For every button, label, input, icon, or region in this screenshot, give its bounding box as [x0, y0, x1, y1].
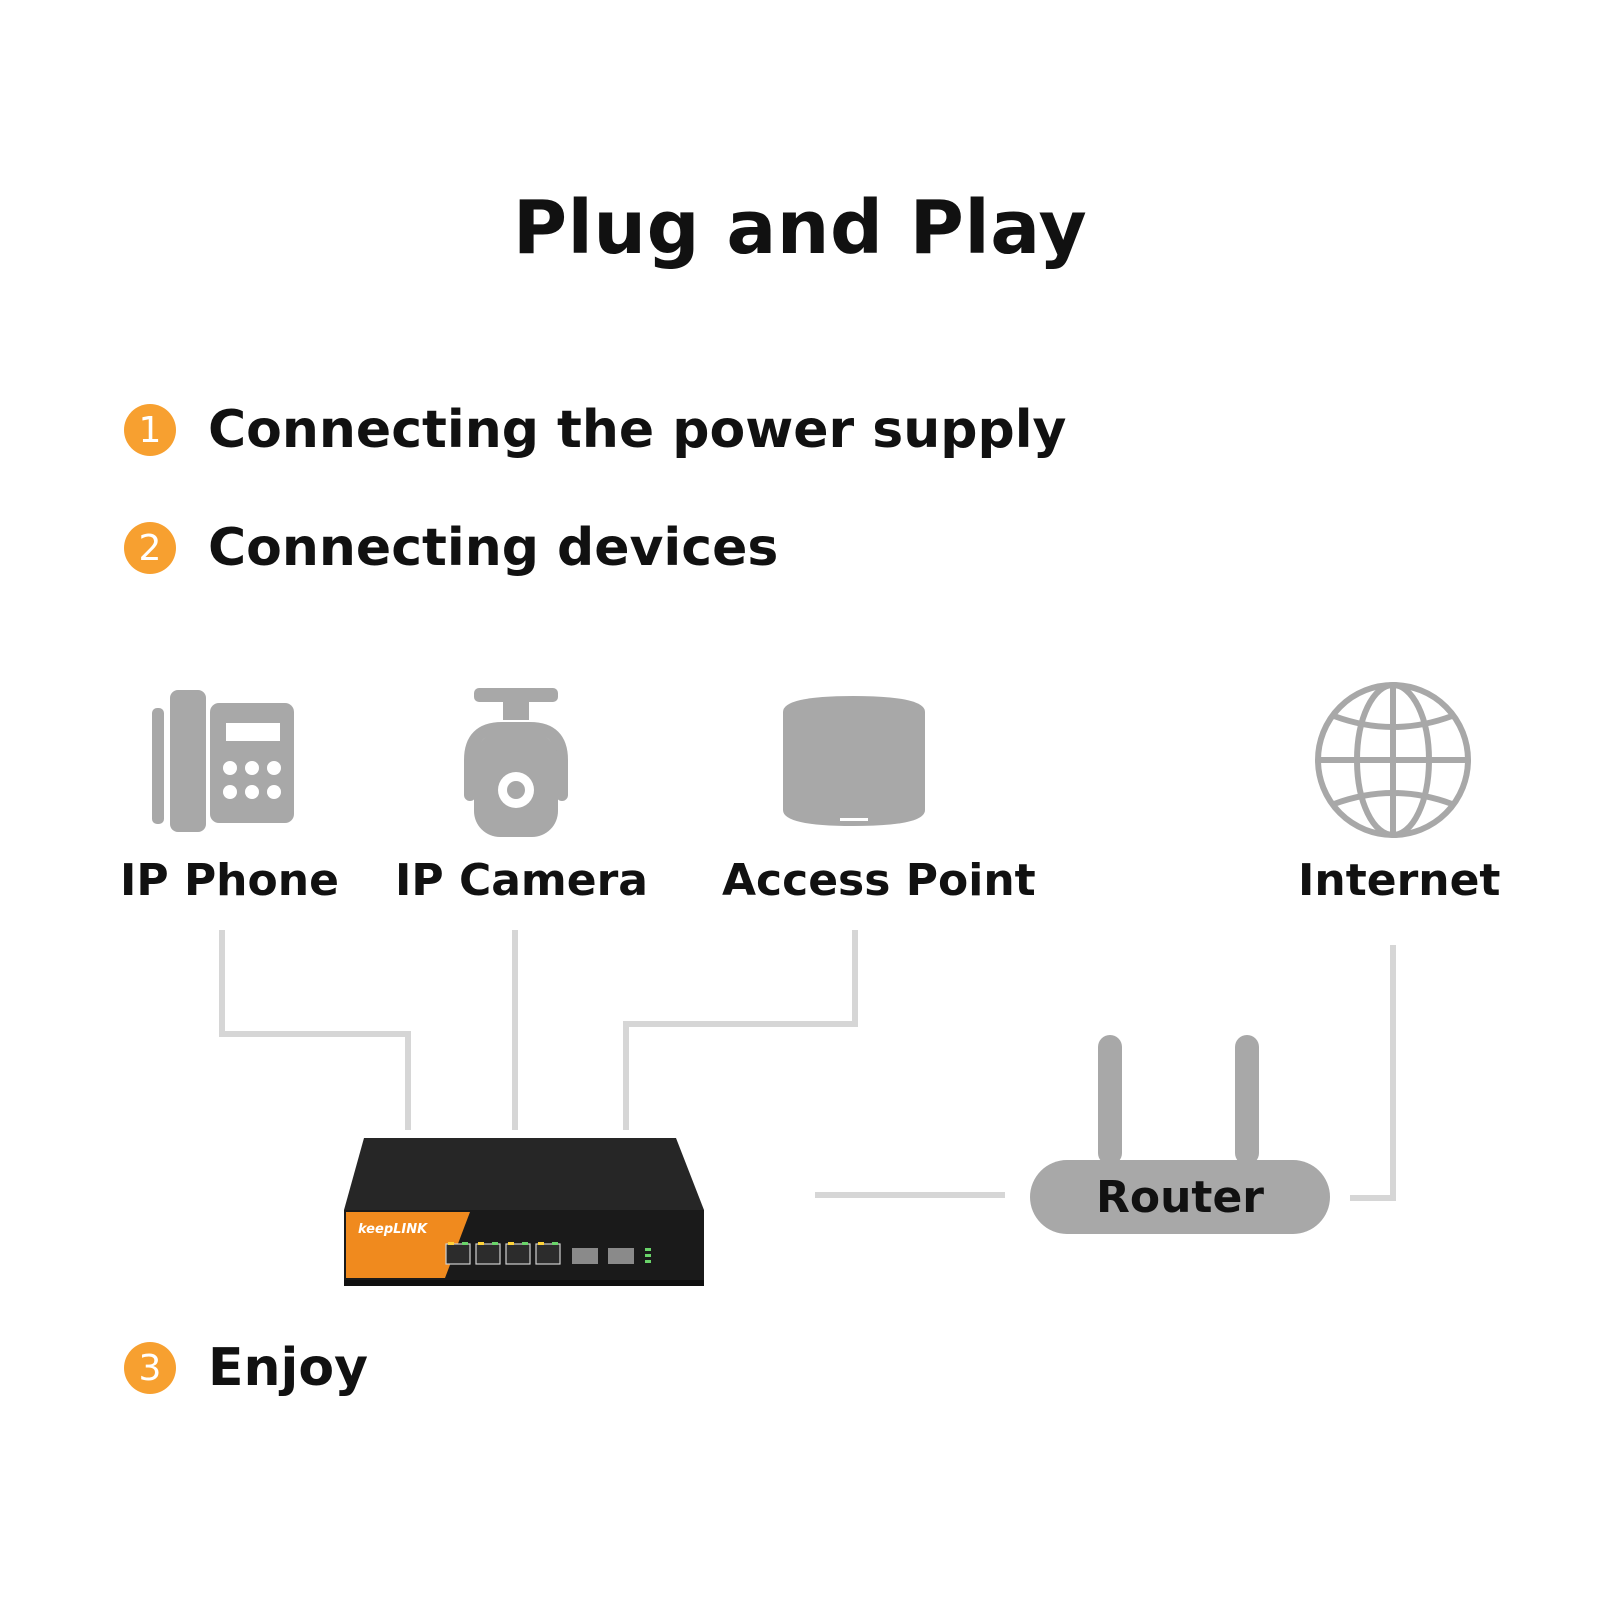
access-point-icon	[783, 696, 925, 826]
ip-camera-label: IP Camera	[395, 855, 648, 906]
step-2-badge: 2	[124, 522, 176, 574]
ip-phone-label: IP Phone	[120, 855, 339, 906]
step-3-badge: 3	[124, 1342, 176, 1394]
line-router-internet	[1350, 945, 1396, 1201]
camera-icon	[464, 688, 568, 837]
step-2: 2 Connecting devices	[124, 518, 778, 578]
line-phone-switch	[219, 930, 411, 1130]
globe-icon	[1315, 682, 1471, 838]
router-icon	[1030, 1035, 1330, 1234]
connection-lines	[219, 930, 1396, 1201]
step-1-text: Connecting the power supply	[208, 400, 1067, 460]
phone-icon	[152, 690, 294, 832]
switch-icon	[344, 1138, 704, 1286]
line-ap-switch	[623, 930, 858, 1130]
switch-brand-label: keepLINK	[358, 1222, 428, 1237]
access-point-label: Access Point	[722, 855, 1036, 906]
internet-label: Internet	[1298, 855, 1501, 906]
step-1-badge: 1	[124, 404, 176, 456]
router-label: Router	[1095, 1171, 1264, 1223]
page-title: Plug and Play	[512, 185, 1088, 271]
step-1: 1 Connecting the power supply	[124, 400, 1066, 460]
step-2-text: Connecting devices	[208, 518, 779, 578]
step-3: 3 Enjoy	[124, 1338, 368, 1398]
step-3-text: Enjoy	[208, 1338, 368, 1398]
